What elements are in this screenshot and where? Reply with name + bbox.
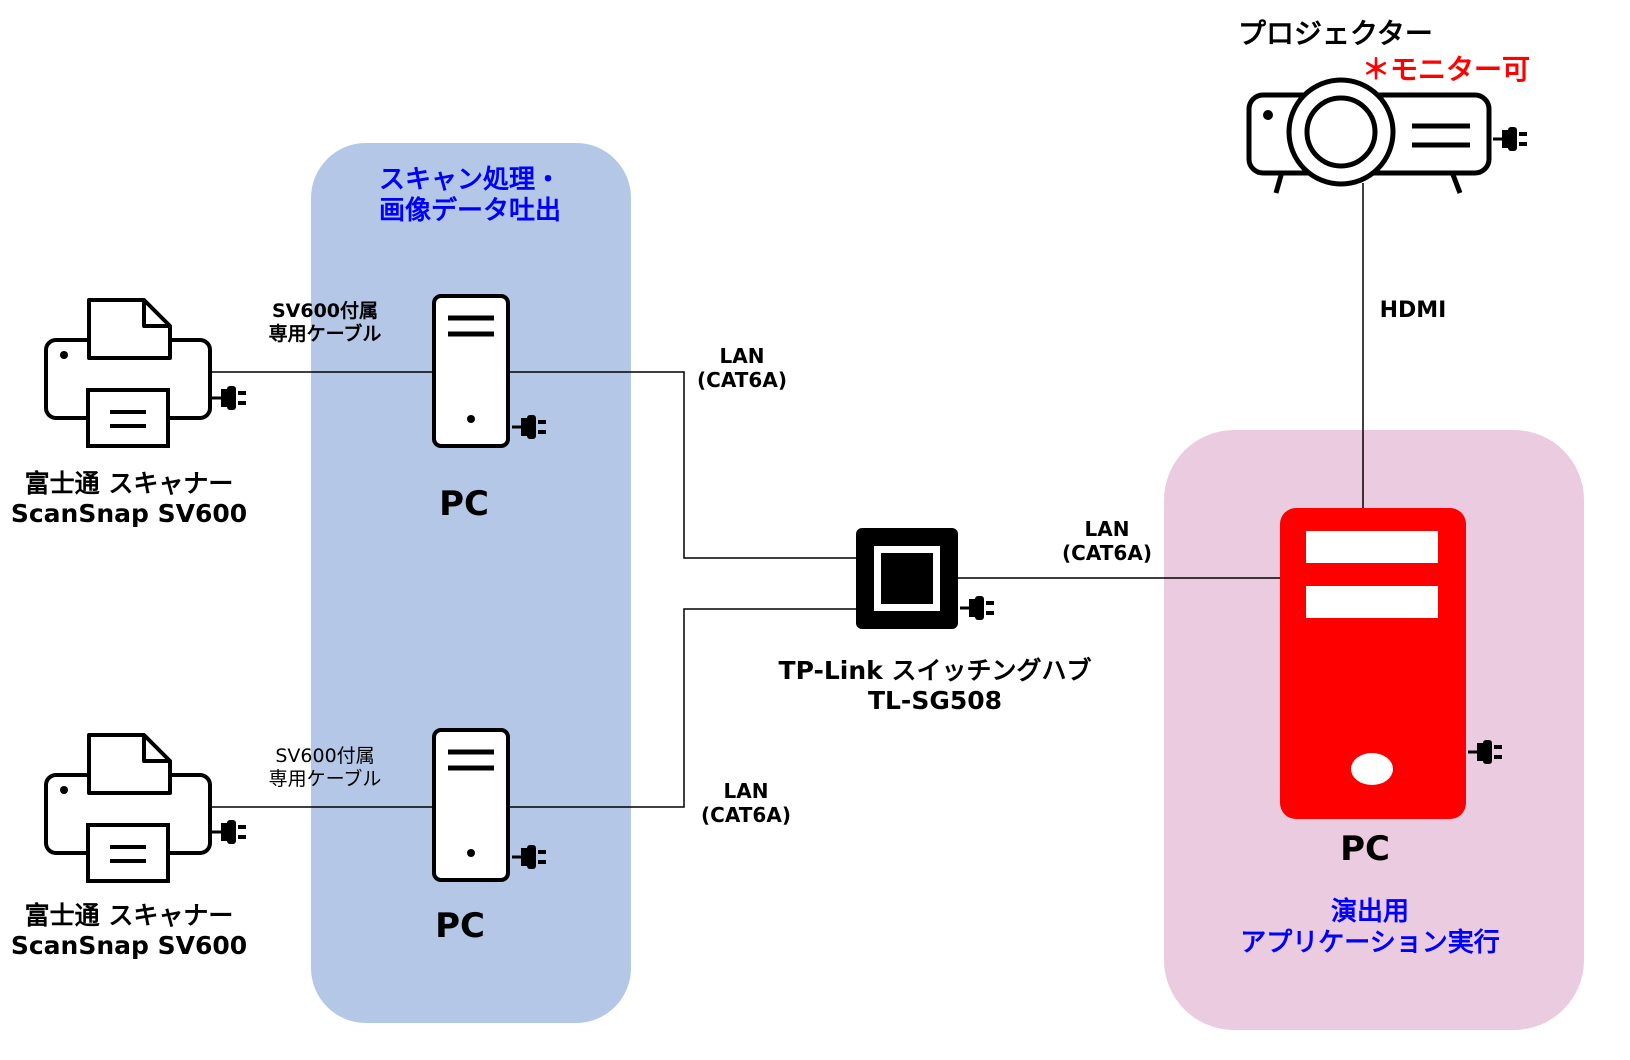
power-plug-icon: [210, 818, 248, 846]
power-plug-icon: [1466, 738, 1504, 766]
projector-label: プロジェクター: [1238, 17, 1433, 50]
scan-pc-label: PC: [439, 484, 489, 524]
lan-label-top: LAN (CAT6A): [697, 344, 787, 392]
power-plug-icon: [1491, 125, 1529, 153]
lan-label-bottom: LAN (CAT6A): [701, 779, 791, 827]
power-plug-icon: [210, 384, 248, 412]
power-plug-icon: [958, 594, 996, 622]
lan-line-bottom: [510, 608, 856, 808]
pc-tower-icon: [434, 296, 508, 446]
hub-label: TP-Link スイッチングハブ TL-SG508: [778, 656, 1092, 715]
projector-icon: [1246, 77, 1492, 194]
lan-label-right: LAN (CAT6A): [1062, 517, 1152, 565]
switch-hub-icon: [856, 528, 958, 629]
lan-line-top: [510, 371, 856, 559]
app-zone-caption: 演出用 アプリケーション実行: [1240, 897, 1500, 959]
hdmi-label: HDMI: [1379, 298, 1447, 323]
cable-label-top: SV600付属 専用ケーブル: [268, 300, 382, 345]
projector-note: ＊モニター可: [1362, 53, 1531, 86]
power-plug-icon: [510, 843, 548, 871]
cable-label-bottom: SV600付属 専用ケーブル: [268, 745, 382, 790]
scan-zone-caption: スキャン処理・ 画像データ吐出: [378, 165, 561, 227]
power-plug-icon: [510, 413, 548, 441]
app-pc-tower-icon: [1280, 508, 1466, 819]
scan-pc-label: PC: [435, 906, 485, 946]
app-pc-label: PC: [1340, 829, 1390, 869]
printer-icon: [44, 733, 212, 883]
pc-tower-icon: [434, 730, 508, 880]
scanner-label: 富士通 スキャナー ScanSnap SV600: [10, 469, 248, 528]
scanner-label: 富士通 スキャナー ScanSnap SV600: [10, 901, 248, 960]
printer-icon: [44, 298, 212, 448]
